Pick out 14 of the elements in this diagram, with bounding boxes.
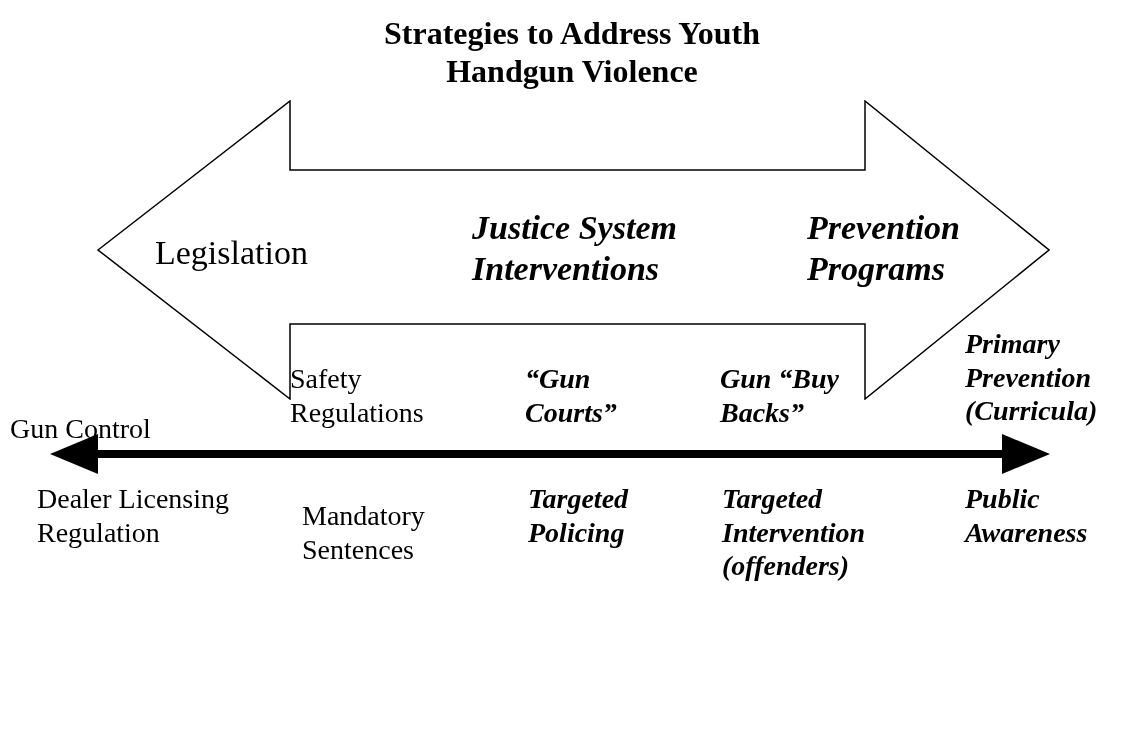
arrow-label: Justice System Interventions: [472, 208, 678, 289]
strategy-label: Public Awareness: [965, 482, 1089, 550]
strategy-label: Gun “Buy Backs”: [720, 362, 841, 430]
strategy-label: “Gun Courts”: [525, 362, 618, 430]
arrow-label: Legislation: [155, 233, 308, 273]
arrow-label: Prevention Programs: [807, 208, 961, 289]
strategy-label: Safety Regulations: [290, 362, 425, 430]
diagram-title: Strategies to Address Youth Handgun Violence: [383, 14, 761, 91]
strategy-label: Mandatory Sentences: [302, 499, 426, 567]
strategy-label: Gun Control: [10, 412, 151, 446]
strategy-label: Targeted Policing: [528, 482, 630, 550]
strategy-label: Dealer Licensing Regulation: [37, 482, 231, 550]
strategy-label: Primary Prevention (Curricula): [965, 327, 1099, 428]
strategy-label: Targeted Intervention (offenders): [722, 482, 867, 583]
